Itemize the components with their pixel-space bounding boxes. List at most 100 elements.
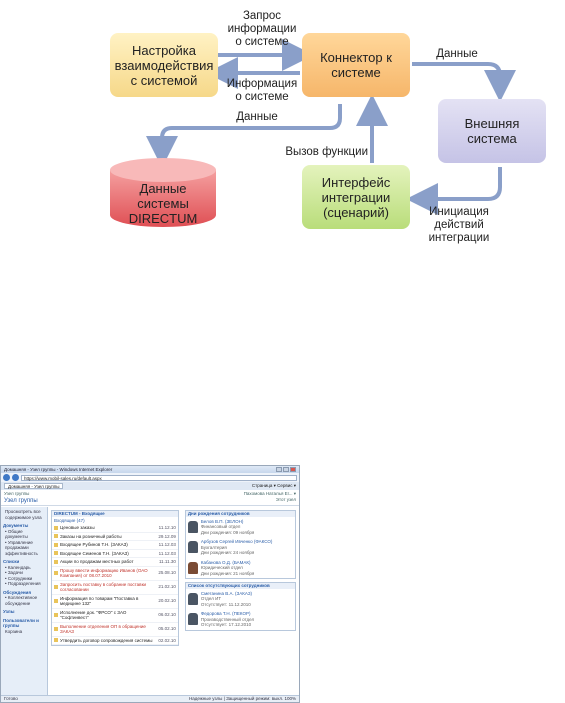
label-initiation: Инициация действий интеграции (428, 206, 490, 244)
person-date: Дни рождения: 09 ноября (200, 529, 255, 535)
sidebar-heading[interactable]: Пользователи и группы (3, 617, 39, 629)
task-date: 02.02.10 (158, 637, 176, 643)
task-row[interactable]: Запросить поставку в собрание поставки с… (52, 581, 178, 595)
sidebar-heading[interactable]: Списки (3, 559, 20, 564)
tasks-pane-title: DIRECTUM - Входящие (52, 511, 178, 517)
task-row[interactable]: Входящее Рубинов Т.Н. (ЗАКАЗ)11.12.03 (52, 541, 178, 550)
sidebar-item[interactable]: • Коллективное обсуждение (5, 595, 38, 606)
avatar (187, 561, 198, 574)
task-row[interactable]: Входящее Семенов Т.Н. (ЗАКАЗ) 11.12.03 (52, 550, 178, 558)
avatar (187, 592, 198, 605)
person-date: Отсутствует: 17.12.2010 (200, 622, 252, 627)
task-row[interactable]: Прошу ввести информацию Иванов (ОАО Комп… (52, 567, 178, 581)
task-date: 20.02.10 (158, 598, 176, 604)
node-setup: Настройка взаимодействия с системой (110, 33, 218, 97)
birthday-pane: Дни рождения сотрудников Белов В.П. (ЗЕЛ… (184, 510, 296, 579)
tab-strip: Домашняя - Узел группы Страница ▾ Сервис… (1, 482, 299, 490)
sidebar-item[interactable]: • Общие документы (5, 528, 28, 540)
node-connector: Коннектор к системе (302, 33, 410, 97)
birthday-pane-title: Дни рождения сотрудников (185, 511, 295, 517)
sidebar-heading[interactable]: Обсуждения (3, 589, 31, 595)
sidebar-item[interactable]: Просмотреть все содержимое узла (5, 509, 42, 520)
task-icon (54, 559, 58, 564)
node-data-store: Данные системы DIRECTUM (128, 181, 198, 226)
task-icon (54, 585, 58, 589)
maximize-button[interactable] (283, 467, 289, 472)
person-date: Отсутствует: 11.12.2010 (200, 601, 251, 607)
person-row[interactable]: Арбузов Сергей Ивченко (ФАКСО)Бухгалтери… (186, 537, 295, 558)
task-date: 05.02.10 (158, 626, 176, 632)
label-info: Информация о системе (226, 78, 298, 103)
window-titlebar: Домашняя - Узел группы - Windows Interne… (1, 466, 299, 473)
task-icon (54, 551, 58, 556)
close-button[interactable] (290, 467, 296, 472)
user-menu[interactable]: Пахомова Наталья Ег... ▾ (243, 491, 296, 496)
person-role: Отдел ИТ (200, 596, 222, 601)
person-role: Производственный отдел (200, 616, 255, 622)
site-breadcrumb[interactable]: Узел группы (4, 491, 30, 496)
sidebar-item[interactable]: • Подразделения (5, 581, 41, 586)
task-icon (54, 599, 58, 603)
sidebar-item[interactable]: • Сотрудники (5, 575, 33, 581)
node-external: Внешняя система (438, 99, 546, 163)
back-icon[interactable] (3, 474, 10, 481)
sidebar-heading[interactable]: Документы (3, 523, 29, 528)
tab-home[interactable]: Домашняя - Узел группы (4, 483, 64, 489)
minimize-button[interactable] (276, 467, 282, 472)
label-request: Запрос информации о системе (227, 10, 297, 48)
address-bar: https://www.mobil-sales.ru/default.aspx (1, 473, 299, 482)
status-left: Готово (4, 696, 18, 702)
sidebar-heading[interactable]: Узлы (3, 609, 15, 614)
task-icon (54, 571, 58, 575)
person-name: Сметанина В.А. (ЗАКАЗ) (200, 590, 253, 596)
task-row[interactable]: Информация по товарам "Поставка в медици… (52, 595, 178, 609)
person-date: Дни рождения: 21 ноября (200, 570, 255, 576)
avatar (187, 541, 198, 554)
task-row[interactable]: Исполнение док. "ФРСО" с ЗАО "Софтинвест… (52, 609, 178, 623)
label-data-left: Данные (236, 111, 278, 123)
tasks-pane: DIRECTUM - Входящие Входящие (47) Ценовы… (51, 510, 179, 646)
status-bar: Готово Надежные узлы | Защищенный режим:… (1, 695, 299, 702)
address-input[interactable]: https://www.mobil-sales.ru/default.aspx (21, 474, 297, 481)
status-right: Надежные узлы | Защищенный режим: выкл. … (188, 696, 296, 702)
search-scope[interactable]: Этот узел (275, 496, 296, 502)
task-title: Информация по товарам "Поставка в медици… (60, 595, 139, 607)
sidebar-item[interactable]: • Управление продажами эффективность (5, 539, 38, 556)
task-title: Входящее Семенов Т.Н. (ЗАКАЗ) (60, 550, 129, 556)
task-row[interactable]: Выполнение отделения ОП в обращение ЗАКА… (52, 623, 178, 637)
task-title: Акции по продажам местных работ (60, 559, 134, 564)
person-row[interactable]: Федорова Т.Н. (ПЕКОР)Производственный от… (186, 609, 295, 630)
sidebar-item[interactable]: Корзина (5, 628, 23, 634)
absent-pane: Список отсутствующих сотрудников Сметани… (184, 582, 296, 631)
task-icon (54, 627, 58, 631)
task-title: Выполнение отделения ОП в обращение ЗАКА… (60, 623, 146, 635)
task-title: Исполнение док. "ФРСО" с ЗАО "Софтинвест… (60, 609, 127, 621)
person-name: Арбузов Сергей Ивченко (ФАКСО) (200, 539, 273, 544)
sidebar-item[interactable]: • Календарь (5, 564, 31, 570)
site-header: Узел группы Пахомова Наталья Ег... ▾ Узе… (1, 490, 299, 506)
site-title: Узел группы (4, 497, 38, 504)
arrow-data-left (146, 104, 342, 168)
tools-menu[interactable]: Страница ▾ Сервис ▾ (251, 483, 296, 489)
forward-icon[interactable] (12, 474, 19, 481)
person-role: Бухгалтерия (200, 544, 227, 550)
task-icon (54, 613, 58, 617)
data-store-cylinder (110, 158, 216, 227)
person-date: Дни рождения: 24 ноября (200, 550, 255, 555)
task-date: 11.12.03 (158, 550, 176, 556)
person-name: Кабанова О.Д. (БАМАК) (200, 559, 251, 565)
task-title: Заказы на розничный работы (60, 533, 122, 539)
sidebar-item[interactable]: • Задачи (5, 570, 23, 575)
label-call: Вызов функции (285, 146, 368, 158)
node-interface: Интерфейс интеграции (сценарий) (302, 165, 410, 229)
